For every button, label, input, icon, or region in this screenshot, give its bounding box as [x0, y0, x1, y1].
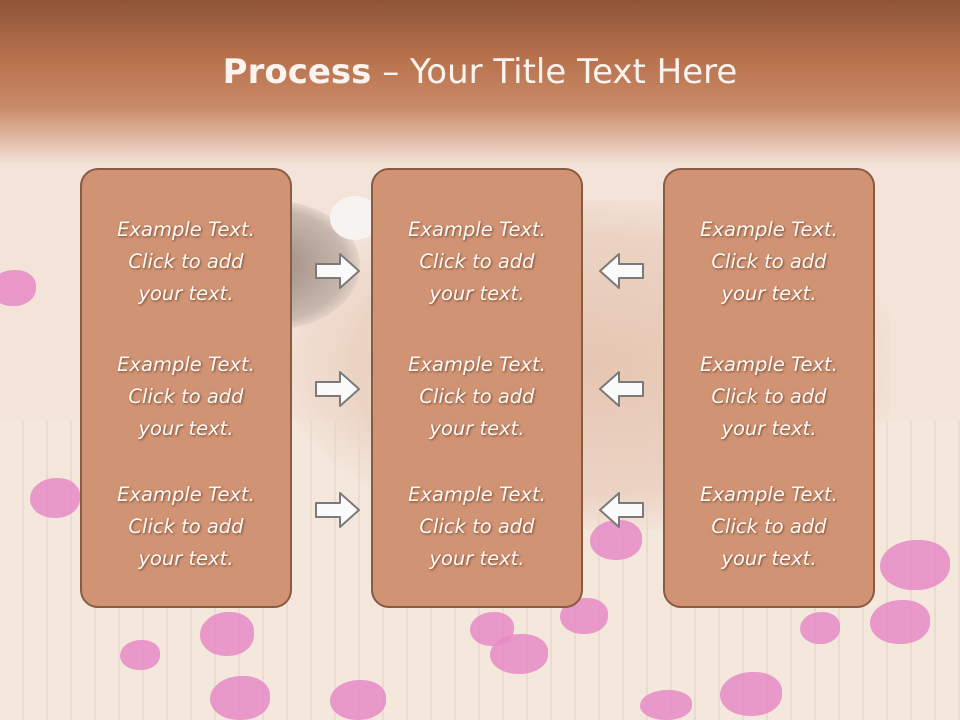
petal [720, 672, 782, 716]
right-arrow-icon[interactable] [314, 490, 362, 530]
text-line: Click to add [711, 515, 827, 538]
title-dash: – [371, 52, 411, 92]
title-banner [0, 0, 960, 165]
text-block[interactable]: Example Text. Click to add your text. [82, 479, 290, 575]
text-block[interactable]: Example Text. Click to add your text. [82, 214, 290, 310]
text-line: your text. [429, 282, 525, 305]
left-arrow-icon[interactable] [597, 369, 645, 409]
petal [800, 612, 840, 644]
text-block[interactable]: Example Text. Click to add your text. [665, 214, 873, 310]
title-bold: Process [222, 52, 372, 92]
petal [880, 540, 950, 590]
petal [330, 680, 386, 720]
petal [870, 600, 930, 644]
text-line: Example Text. [700, 353, 838, 376]
text-line: Example Text. [408, 483, 546, 506]
left-arrow-icon[interactable] [597, 490, 645, 530]
text-line: Click to add [128, 515, 244, 538]
text-line: your text. [721, 547, 817, 570]
text-line: Example Text. [700, 218, 838, 241]
left-arrow-icon[interactable] [597, 251, 645, 291]
text-line: your text. [721, 417, 817, 440]
text-line: Example Text. [117, 353, 255, 376]
text-block[interactable]: Example Text. Click to add your text. [373, 214, 581, 310]
text-block[interactable]: Example Text. Click to add your text. [665, 349, 873, 445]
text-line: your text. [721, 282, 817, 305]
text-line: your text. [138, 417, 234, 440]
petal [120, 640, 160, 670]
petal [590, 520, 642, 560]
petal [200, 612, 254, 656]
text-line: Example Text. [117, 218, 255, 241]
process-box-left[interactable]: Example Text. Click to add your text. Ex… [80, 168, 292, 608]
text-block[interactable]: Example Text. Click to add your text. [665, 479, 873, 575]
petal [210, 676, 270, 720]
slide-title[interactable]: Process – Your Title Text Here [0, 52, 960, 92]
text-line: Click to add [128, 250, 244, 273]
title-rest: Your Title Text Here [410, 52, 738, 92]
petal [0, 270, 36, 306]
petal [490, 634, 548, 674]
process-box-right[interactable]: Example Text. Click to add your text. Ex… [663, 168, 875, 608]
text-line: your text. [138, 282, 234, 305]
text-line: Example Text. [700, 483, 838, 506]
text-line: Click to add [419, 250, 535, 273]
process-box-center[interactable]: Example Text. Click to add your text. Ex… [371, 168, 583, 608]
text-line: Example Text. [408, 353, 546, 376]
text-line: Click to add [711, 250, 827, 273]
text-line: Click to add [128, 385, 244, 408]
text-line: Click to add [711, 385, 827, 408]
text-block[interactable]: Example Text. Click to add your text. [373, 479, 581, 575]
petal [640, 690, 692, 720]
right-arrow-icon[interactable] [314, 369, 362, 409]
text-block[interactable]: Example Text. Click to add your text. [373, 349, 581, 445]
petal [30, 478, 80, 518]
text-line: Example Text. [408, 218, 546, 241]
text-line: Click to add [419, 515, 535, 538]
right-arrow-icon[interactable] [314, 251, 362, 291]
text-line: your text. [429, 547, 525, 570]
text-line: Click to add [419, 385, 535, 408]
text-line: your text. [429, 417, 525, 440]
text-line: Example Text. [117, 483, 255, 506]
text-line: your text. [138, 547, 234, 570]
text-block[interactable]: Example Text. Click to add your text. [82, 349, 290, 445]
